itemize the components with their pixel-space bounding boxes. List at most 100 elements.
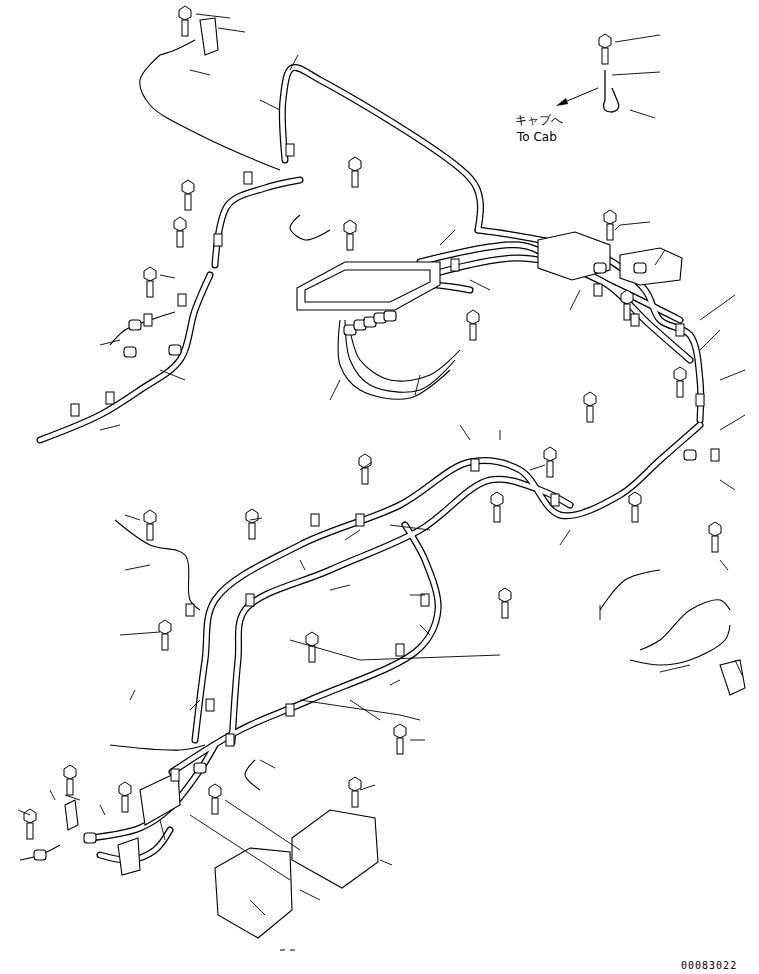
bolt-shank — [502, 602, 508, 618]
bolt-shank — [249, 523, 255, 539]
bolt — [584, 392, 596, 422]
leader-line — [260, 760, 275, 768]
clamp — [631, 314, 639, 326]
bolt-shank — [185, 194, 191, 210]
bolt-head — [182, 180, 194, 194]
leader-line — [390, 680, 400, 685]
leader-line — [100, 805, 105, 815]
wire — [600, 570, 660, 610]
leader-line — [100, 425, 120, 430]
bolt — [499, 588, 511, 618]
wire — [640, 600, 730, 650]
cover-plate — [200, 18, 218, 55]
leader-line — [620, 222, 650, 225]
wire — [20, 845, 60, 860]
clamp — [396, 644, 404, 656]
bolt-shank — [632, 506, 638, 522]
clamp — [186, 604, 194, 616]
leader-line — [125, 515, 140, 520]
bolt — [621, 290, 633, 320]
leader-line — [360, 462, 372, 470]
bolt — [64, 765, 76, 795]
harness-outline — [215, 180, 300, 265]
wire — [140, 55, 280, 170]
bolt — [629, 492, 641, 522]
leader-line — [18, 810, 30, 815]
bolt-shank — [397, 738, 403, 754]
leader-line — [218, 28, 245, 32]
leader-line — [260, 100, 280, 110]
leader-line — [300, 560, 305, 570]
bolt — [174, 217, 186, 247]
bolt-shank — [347, 234, 353, 250]
bolt — [599, 34, 611, 64]
bolt-head — [629, 492, 641, 506]
bolt-head — [394, 724, 406, 738]
connector-plug — [169, 345, 181, 355]
clamp — [286, 144, 294, 156]
connector-plug — [594, 263, 606, 273]
leader-line — [380, 860, 392, 865]
bolt-head — [467, 310, 479, 324]
bolt-shank — [494, 506, 500, 522]
sheet-mark — [280, 950, 295, 951]
leader-line — [720, 415, 745, 430]
leader-line — [700, 295, 735, 320]
bolt — [674, 367, 686, 397]
leader-line — [130, 690, 135, 700]
leader-line — [190, 70, 210, 75]
bolt — [209, 784, 221, 814]
clamp — [226, 734, 234, 746]
bolt — [349, 777, 361, 807]
bolt-shank — [602, 48, 608, 64]
bolt-head — [306, 632, 318, 646]
leader-line — [65, 795, 80, 800]
cover-plate — [118, 838, 140, 875]
cover-plate — [720, 660, 745, 695]
leader-line — [50, 790, 55, 800]
leader-line — [250, 900, 265, 915]
bolt — [246, 509, 258, 539]
leader-line — [720, 560, 728, 570]
harness-outline — [195, 425, 700, 740]
leader-line — [360, 785, 375, 790]
leader-line — [410, 740, 425, 741]
cover-plate — [297, 262, 440, 310]
bolt-head — [349, 157, 361, 171]
clamp — [451, 259, 459, 271]
bolt — [359, 454, 371, 484]
bolt-shank — [182, 20, 188, 36]
bolt-shank — [624, 304, 630, 320]
leader-line — [600, 605, 601, 620]
bolt — [179, 6, 191, 36]
leader-line — [390, 525, 430, 530]
clamp — [696, 394, 704, 406]
clamp — [144, 314, 152, 326]
drawing-number: 00083022 — [680, 960, 738, 971]
harness-outline — [282, 67, 480, 230]
leader-line — [330, 585, 350, 590]
leader-line — [410, 595, 425, 596]
bolt — [604, 210, 616, 240]
bolt-head — [604, 210, 616, 224]
bolt-shank — [352, 791, 358, 807]
bolt-shank — [177, 231, 183, 247]
bolt-shank — [122, 796, 128, 812]
connector-plug — [634, 263, 646, 273]
leader-line — [655, 250, 665, 265]
bolt-head — [359, 454, 371, 468]
bolt — [182, 180, 194, 210]
harness-outline — [172, 525, 438, 772]
leader-line — [160, 820, 165, 840]
bolt-head — [144, 510, 156, 524]
bolt-head — [584, 392, 596, 406]
leader-line — [500, 430, 501, 440]
cover-plate — [538, 232, 610, 280]
cover-plate — [305, 270, 430, 302]
arrow-head — [556, 98, 568, 106]
leader-line — [290, 640, 500, 660]
connector-plug — [194, 763, 206, 773]
bolt — [144, 267, 156, 297]
leader-line — [300, 700, 420, 720]
bolt-head — [246, 509, 258, 523]
